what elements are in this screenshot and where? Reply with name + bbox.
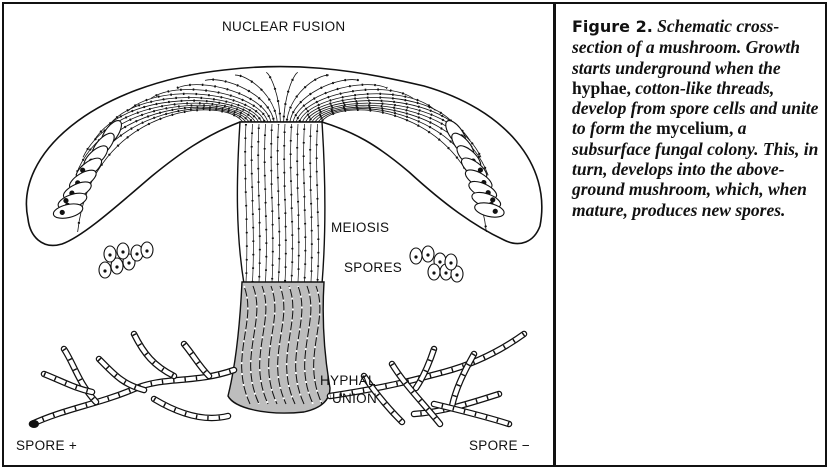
label-meiosis: MEIOSIS xyxy=(331,220,389,235)
panel-divider xyxy=(553,2,556,467)
spore-nucleus xyxy=(135,252,138,255)
spore-nucleus xyxy=(103,269,106,272)
label-spore-plus: SPORE + xyxy=(16,438,77,453)
spore-cluster-left xyxy=(99,242,153,278)
spore-nucleus xyxy=(108,253,111,256)
caption-figure-number: Figure 2. xyxy=(572,17,653,36)
germinating-spore-plus xyxy=(29,420,39,428)
spore-nucleus xyxy=(145,249,148,252)
caption-term-mycelium: mycelium, xyxy=(656,118,733,138)
mushroom-diagram-svg: NUCLEAR FUSION MEIOSIS SPORES HYPHAL UNI… xyxy=(4,4,552,465)
spore-nucleus xyxy=(438,260,441,263)
spore-nucleus xyxy=(455,273,458,276)
spore-nucleus xyxy=(127,261,130,264)
label-spores: SPORES xyxy=(344,260,402,275)
hypha-core xyxy=(452,354,474,406)
label-hyphal: HYPHAL xyxy=(320,373,376,388)
hypha-outline xyxy=(134,334,174,376)
spore-nucleus xyxy=(432,271,435,274)
hypha-core xyxy=(416,349,434,388)
mushroom-diagram: NUCLEAR FUSION MEIOSIS SPORES HYPHAL UNI… xyxy=(4,4,552,465)
figure-caption: Figure 2. Schematic cross-section of a m… xyxy=(572,16,820,220)
spore-nucleus xyxy=(449,261,452,264)
caption-term-hyphae: hyphae, xyxy=(572,78,631,98)
spore-nucleus xyxy=(414,255,417,258)
label-spore-minus: SPORE − xyxy=(469,438,530,453)
label-nuclear-fusion: NUCLEAR FUSION xyxy=(222,19,345,34)
spore-nucleus xyxy=(121,250,124,253)
spore-cluster-right xyxy=(410,246,463,282)
spore-nucleus xyxy=(115,265,118,268)
label-union: UNION xyxy=(332,391,377,406)
spore-nucleus xyxy=(426,253,429,256)
mushroom-stem xyxy=(228,122,330,413)
spore-nucleus xyxy=(444,271,447,274)
